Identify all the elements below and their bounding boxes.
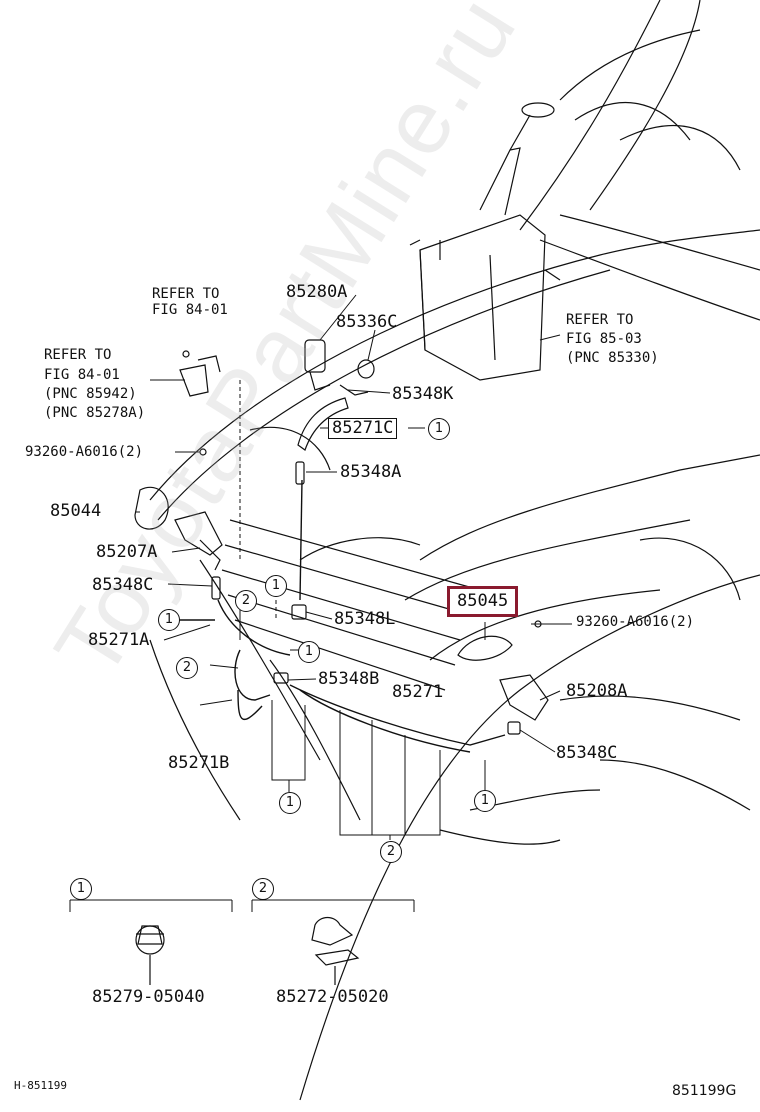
part-label-85271a[interactable]: 85271A [88, 630, 150, 650]
part-label-85271b[interactable]: 85271B [168, 753, 230, 773]
marker-1: 1 [428, 418, 450, 440]
part-label-85271c[interactable]: 85271C [328, 418, 398, 439]
callout-refer-line3: (PNC 85942) [44, 386, 137, 402]
car-body-outline [149, 0, 760, 1101]
part-label-85207a[interactable]: 85207A [96, 542, 158, 562]
part-label-85280a[interactable]: 85280A [286, 282, 348, 302]
callout-refer-fig85-03-line3: (PNC 85330) [566, 350, 659, 366]
part-label-85348k[interactable]: 85348K [392, 384, 454, 404]
callout-refer-fig84-01-line2: FIG 84-01 [152, 302, 228, 318]
callout-refer-line1: REFER TO [44, 347, 112, 363]
part-label-85044[interactable]: 85044 [50, 501, 102, 521]
callout-refer-fig85-03-line2: FIG 85-03 [566, 331, 642, 347]
footer-right-code: 851199G [672, 1083, 737, 1099]
marker-2: 2 [235, 590, 257, 612]
marker-1: 1 [474, 790, 496, 812]
washer-reservoir-tank [409, 102, 561, 381]
washer-hoses [170, 479, 506, 753]
leader-lines [135, 294, 572, 790]
callout-refer-line4: (PNC 85278A) [44, 405, 146, 421]
part-label-93260-a6016-right[interactable]: 93260-A6016(2) [576, 614, 695, 630]
legend-part-85279-05040[interactable]: 85279-05040 [92, 987, 205, 1007]
marker-1: 1 [265, 575, 287, 597]
part-label-85336c[interactable]: 85336C [336, 312, 398, 332]
group-brackets [69, 700, 441, 912]
legend-marker-1: 1 [70, 878, 92, 900]
marker-1: 1 [158, 609, 180, 631]
part-label-85348a[interactable]: 85348A [340, 462, 402, 482]
part-label-85271[interactable]: 85271 [392, 682, 444, 702]
legend-marker-2: 2 [252, 878, 274, 900]
marker-1: 1 [298, 641, 320, 663]
part-label-85045-highlighted[interactable]: 85045 [447, 586, 519, 617]
part-label-85208a[interactable]: 85208A [566, 681, 628, 701]
marker-2: 2 [176, 657, 198, 679]
legend-part-85272-05020[interactable]: 85272-05020 [276, 987, 389, 1007]
part-label-85348l[interactable]: 85348L [334, 609, 396, 629]
part-label-85348c-left[interactable]: 85348C [92, 575, 154, 595]
marker-1: 1 [279, 792, 301, 814]
callout-refer-fig85-03-line1: REFER TO [566, 312, 634, 328]
marker-2: 2 [380, 841, 402, 863]
part-label-85348b[interactable]: 85348B [318, 669, 380, 689]
legend-clip-drawings [135, 916, 360, 985]
callout-refer-fig84-01-line1: REFER TO [152, 286, 220, 302]
part-label-85348c-right[interactable]: 85348C [556, 743, 618, 763]
footer-left-code: H-851199 [14, 1079, 67, 1092]
callout-refer-line2: FIG 84-01 [44, 367, 120, 383]
part-label-93260-a6016-left[interactable]: 93260-A6016(2) [25, 444, 144, 460]
small-parts [134, 339, 549, 735]
